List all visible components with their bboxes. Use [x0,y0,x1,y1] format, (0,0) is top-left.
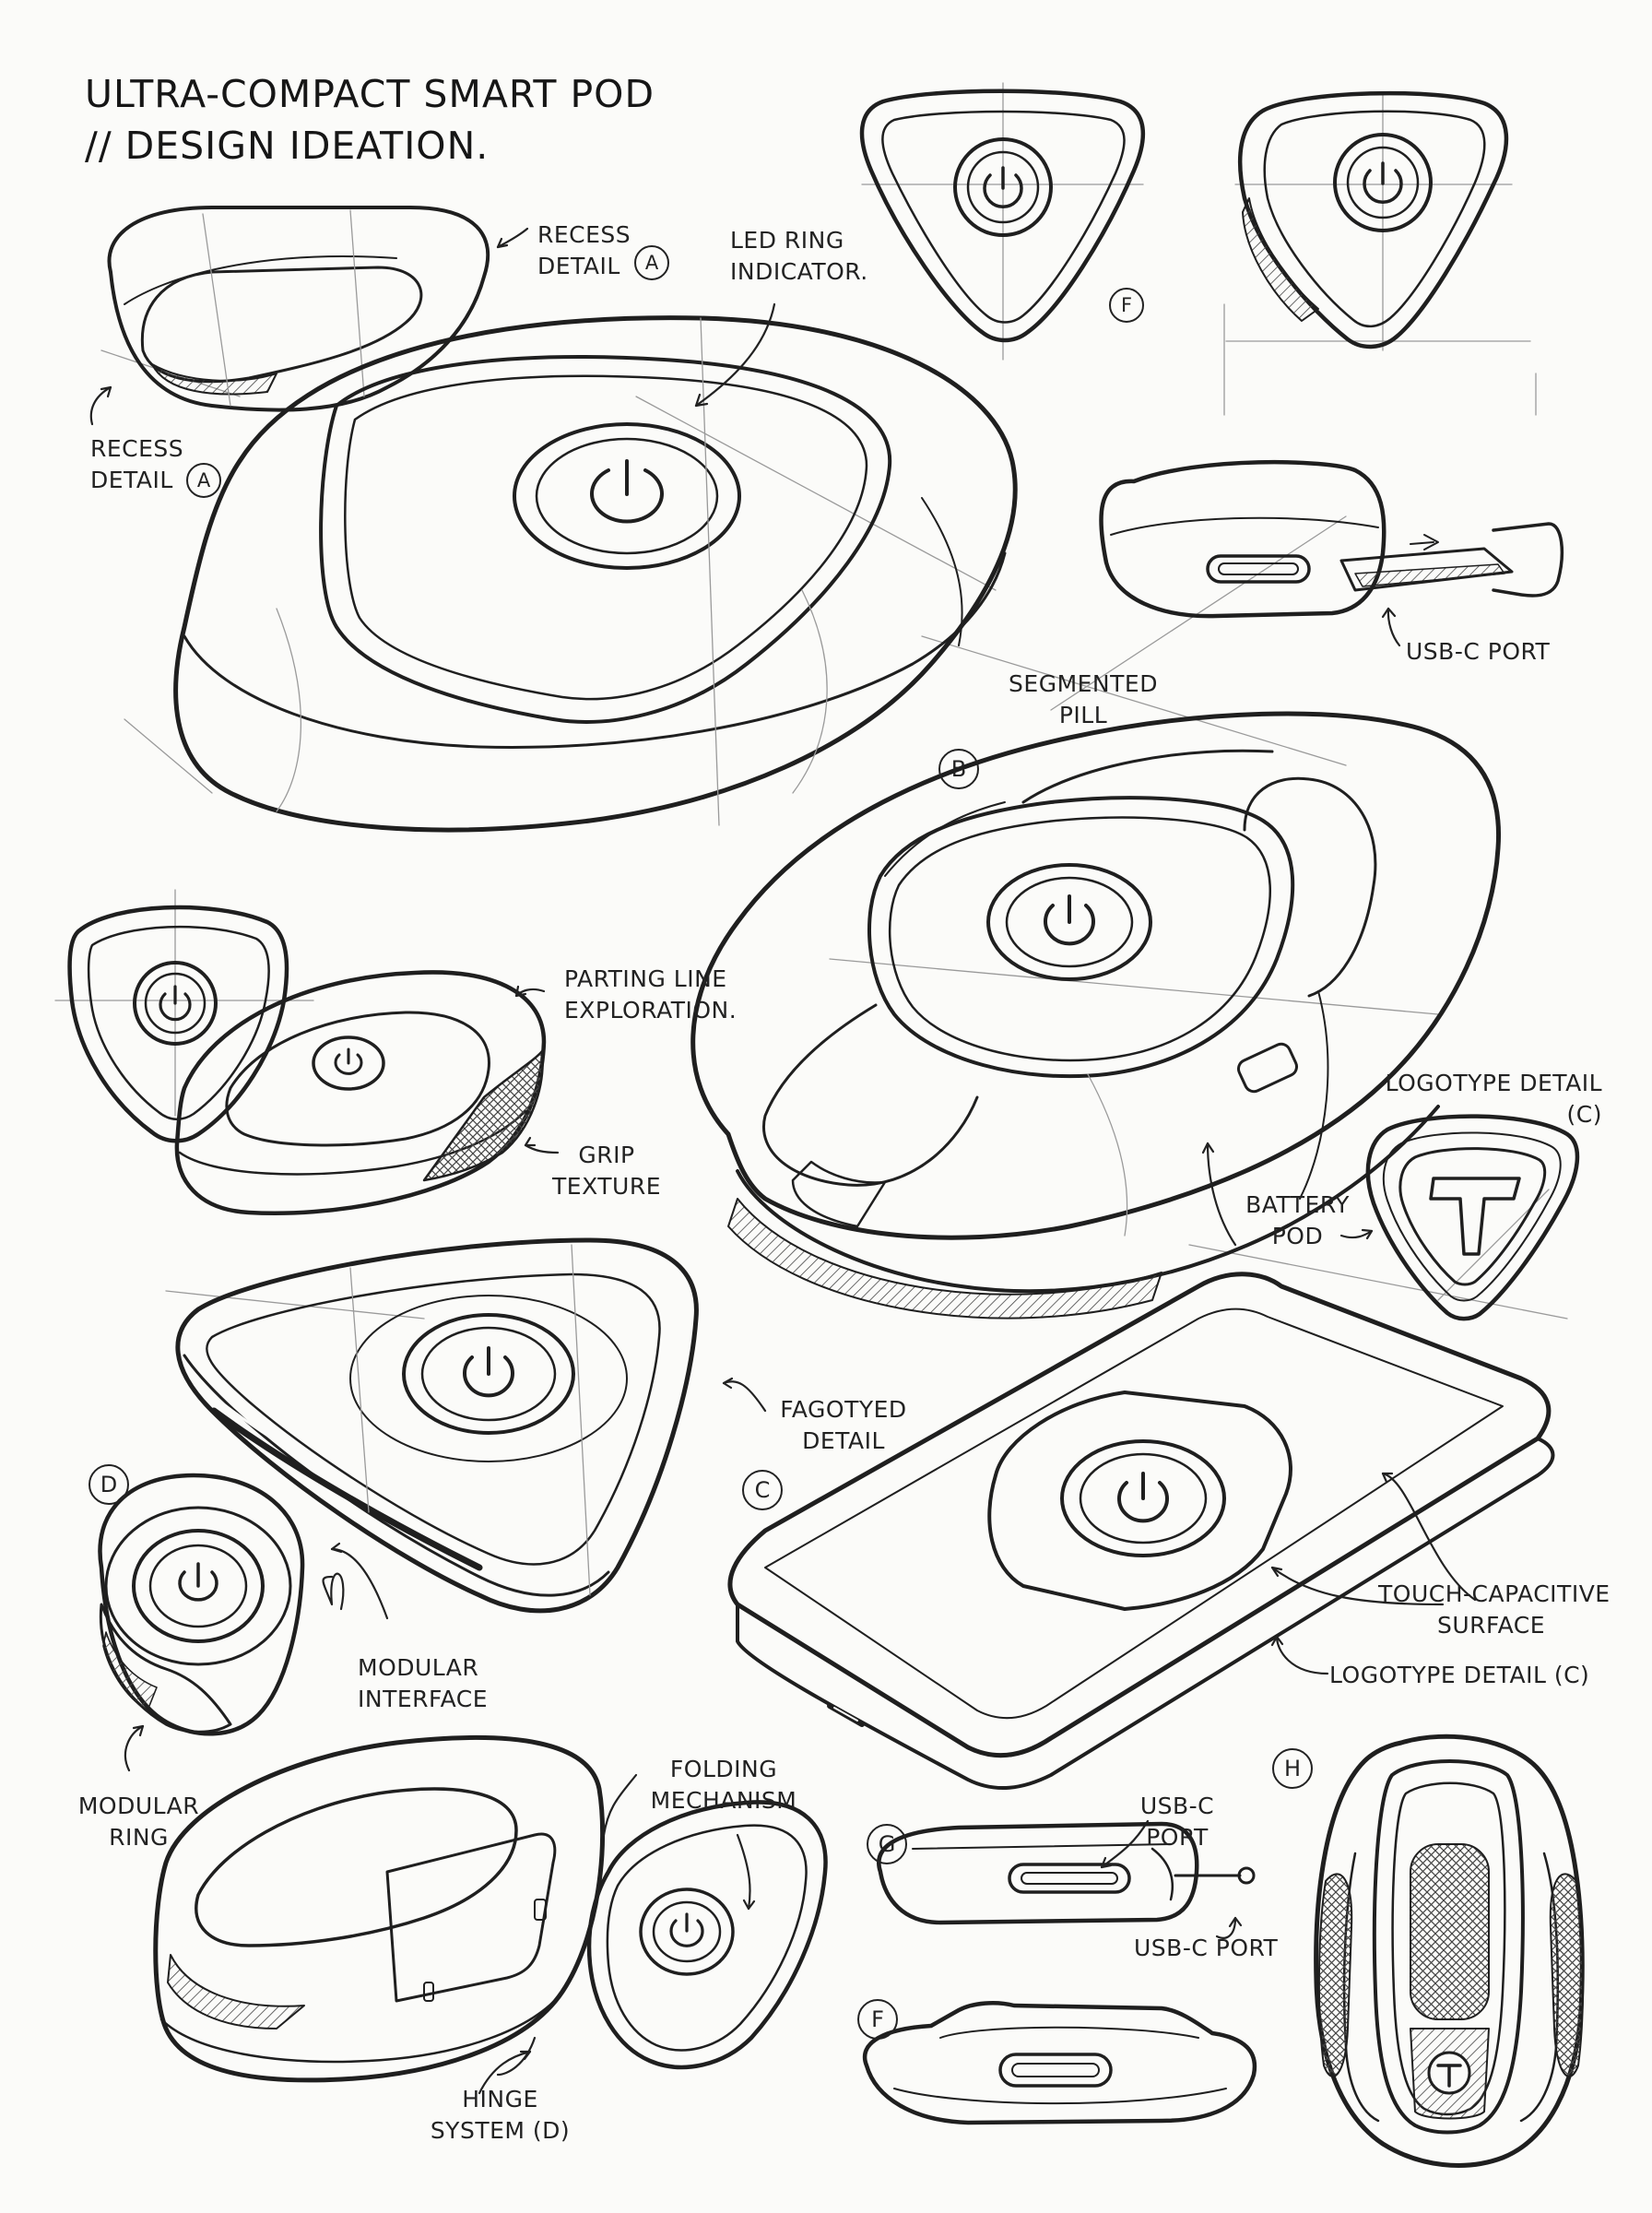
label-line: DETAIL [537,253,620,279]
label-line: TOUCH-CAPACITIVE [1378,1580,1611,1607]
pick-pod-f-front [859,89,1146,343]
label-line: PILL [1058,702,1108,728]
title-line-2: // DESIGN IDEATION. [85,124,490,168]
sheet-title: ULTRA-COMPACT SMART POD // DESIGN IDEATI… [85,68,655,172]
badge-g: G [867,1824,907,1864]
label-logotype-detail-c: LOGOTYPE DETAIL (C) [1374,1068,1602,1130]
label-modular-interface: MODULAR INTERFACE [358,1652,488,1715]
label-grip-texture: GRIP TEXTURE [551,1140,662,1202]
badge-f-top: F [1109,288,1144,323]
vertical-pill-h [1314,1734,1585,2168]
label-led-ring-indicator: LED RING INDICATOR. [730,225,868,288]
label-usb-c-port-g: USB-C PORT [1127,1791,1228,1853]
label-line: USB-C [1139,1793,1215,1819]
badge-c-mid: C [742,1470,783,1510]
main-pebble-device [173,315,1018,833]
label-line: (C) [1566,1101,1602,1128]
label-fagotyed-detail: FAGOTYED DETAIL [765,1394,922,1457]
label-line: LOGOTYPE DETAIL [1385,1070,1602,1096]
badge-a-left: A [186,463,221,498]
leader-arrows [89,227,1477,2095]
badge-f-bottom: F [857,1999,898,2040]
label-modular-ring: MODULAR RING [72,1791,206,1853]
usb-c-pod [1099,459,1564,619]
label-line: RING [109,1824,169,1851]
label-line: BATTERY [1245,1191,1350,1218]
label-usb-c-port-g-bottom: USB-C PORT [1134,1935,1279,1961]
label-recess-detail-left: RECESS DETAIL [90,433,183,496]
badge-d: D [88,1464,129,1505]
pebble-recess-detail-a [107,206,490,412]
label-line: SYSTEM (D) [430,2117,571,2144]
label-line: PARTING LINE [564,965,727,992]
label-line: SEGMENTED [1009,670,1158,697]
flat-port-pod-f [863,2001,1257,2125]
slim-pod-g [877,1821,1256,1925]
folding-pod [153,1734,606,2083]
label-line: RECESS [537,221,631,248]
badge-a-top: A [634,245,669,280]
label-usb-c-port-right: USB-C PORT [1406,638,1551,665]
rounded-pebble-pod [586,1800,828,2070]
label-touch-capacitive-surface: TOUCH-CAPACITIVE SURFACE [1378,1579,1611,1641]
badge-h: H [1272,1748,1313,1789]
label-recess-detail-top: RECESS DETAIL [537,219,631,282]
label-line: RECESS [90,435,184,462]
label-battery-pod: BATTERY POD [1240,1189,1355,1252]
label-segmented-pill: SEGMENTED PILL [1000,669,1166,731]
label-line: MECHANISM [650,1787,797,1814]
label-line: EXPLORATION. [564,997,738,1024]
touch-capacitive-slab [727,1272,1555,1791]
label-line: FOLDING [669,1756,778,1782]
label-line: MODULAR [77,1793,200,1819]
label-line: PORT [1146,1824,1209,1851]
triangular-pod [175,1237,699,1614]
label-line: POD [1271,1223,1324,1249]
logotype-pick-c [1365,1114,1580,1321]
label-folding-mechanism: FOLDING MECHANISM [645,1754,802,1817]
parting-line-pebble [174,970,547,1215]
modular-ring-d [98,1473,305,1736]
shield-pod [67,905,289,1143]
label-line: DETAIL [802,1427,885,1454]
label-logotype-detail-c-bottom: LOGOTYPE DETAIL (C) [1329,1662,1590,1688]
pick-pod-f-perspective [1238,90,1509,349]
label-line: DETAIL [90,467,173,493]
label-parting-line-exploration: PARTING LINE EXPLORATION. [564,964,737,1026]
title-line-1: ULTRA-COMPACT SMART POD [85,72,655,116]
segmented-pill-b [690,711,1502,1320]
label-line: TEXTURE [552,1173,661,1200]
badge-b: B [938,749,979,789]
label-line: GRIP [578,1142,635,1168]
label-line: MODULAR [358,1654,479,1681]
label-line: INTERFACE [358,1686,489,1712]
label-line: SURFACE [1436,1612,1546,1639]
label-line: INDICATOR. [730,258,868,285]
label-line: FAGOTYED [780,1396,907,1423]
label-line: LED RING [730,227,844,254]
label-line: HINGE [462,2086,538,2112]
label-hinge-system: HINGE SYSTEM (D) [419,2084,581,2147]
